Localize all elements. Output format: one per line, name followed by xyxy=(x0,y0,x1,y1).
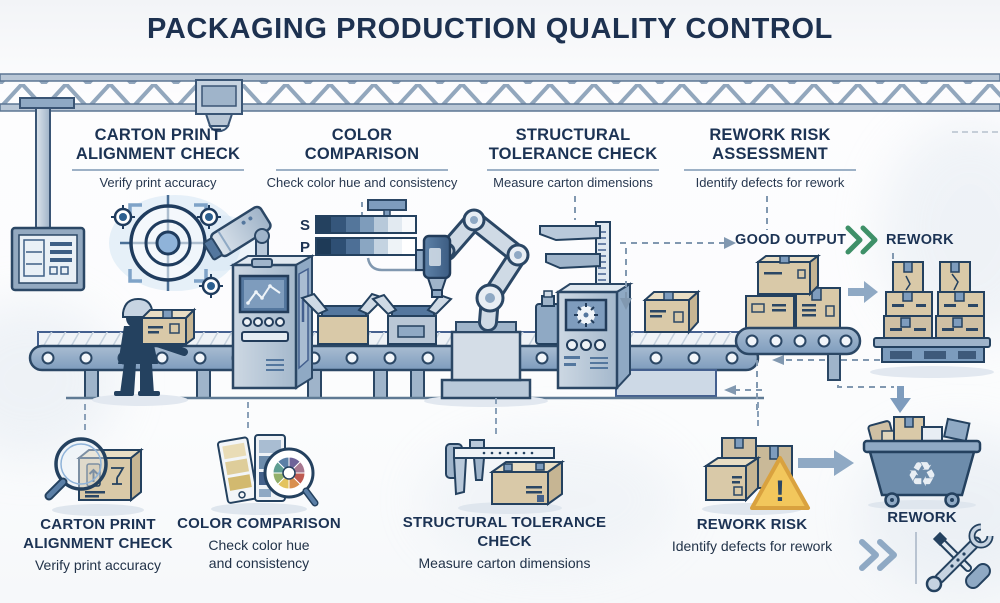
good-output-label: GOOD OUTPUT xyxy=(735,232,847,248)
carton-box xyxy=(642,289,701,335)
sample-color-bar xyxy=(315,215,417,234)
carton-box xyxy=(139,307,197,346)
legend-color-comparison: COLOR COMPARISON Check color hue and con… xyxy=(170,427,348,572)
legend-rework: ♻ REWORK xyxy=(848,413,996,528)
legend-arrow-icon xyxy=(798,450,854,476)
wrench-screwdriver-icon xyxy=(925,523,994,593)
damaged-boxes-warning-icon: ! xyxy=(702,437,810,515)
stacked-boxes xyxy=(745,254,841,329)
station-subtext: Measure carton dimensions xyxy=(493,175,653,191)
legend-heading: CARTON PRINT ALIGNMENT CHECK xyxy=(23,516,173,552)
legend-subtext: Verify print accuracy xyxy=(34,556,162,573)
station-structural-tolerance: STRUCTURAL TOLERANCE CHECK Measure carto… xyxy=(473,126,673,190)
legend-rework-risk: ! REWORK RISK Identify defects for rewor… xyxy=(642,424,862,555)
rework-pallet xyxy=(870,261,994,378)
legend-subtext: Identify defects for rework xyxy=(671,537,833,554)
reject-arrow-icon xyxy=(890,386,911,413)
legend-heading: REWORK RISK xyxy=(696,516,808,533)
overhead-truss xyxy=(0,73,1000,112)
station-subtext: Verify print accuracy xyxy=(99,175,217,191)
to-rework-arrow-icon xyxy=(848,281,878,303)
heading-underline xyxy=(487,169,659,172)
warning-exclamation-glyph: ! xyxy=(775,475,785,508)
page-title: PACKAGING PRODUCTION QUALITY CONTROL xyxy=(147,13,833,45)
legend-carton-print: CARTON PRINT ALIGNMENT CHECK Verify prin… xyxy=(8,430,188,574)
rework-bin-icon: ♻ xyxy=(862,416,982,509)
heading-underline xyxy=(276,169,448,172)
legend-subtext: Check color hue and consistency xyxy=(208,536,310,571)
open-carton-box xyxy=(371,293,453,345)
production-line-illustration: S P xyxy=(0,73,1000,413)
decorative-dashes xyxy=(952,131,998,133)
open-carton-box xyxy=(300,292,386,345)
connector-arrowheads xyxy=(620,237,784,395)
green-double-chevron-icon xyxy=(845,225,878,255)
station-carton-print-alignment: CARTON PRINT ALIGNMENT CHECK Verify prin… xyxy=(58,126,258,190)
sample-bar-label: S xyxy=(300,217,310,234)
connector-dashed xyxy=(757,402,759,426)
vertical-divider xyxy=(915,532,917,584)
connector-dashed xyxy=(247,402,249,428)
monitor xyxy=(10,97,86,292)
crosshair-icon xyxy=(199,274,223,298)
legend-heading: COLOR COMPARISON xyxy=(177,515,341,532)
print-check-station xyxy=(229,254,316,390)
connector-dashed xyxy=(495,398,497,434)
print-bar-label: P xyxy=(300,239,310,256)
crosshair-icon xyxy=(197,205,221,229)
heading-underline xyxy=(72,169,244,172)
color-comparison-bars: S P xyxy=(300,199,438,276)
legend-heading: STRUCTURAL TOLERANCE CHECK xyxy=(402,514,607,550)
good-output-conveyor xyxy=(734,254,862,381)
station-heading: CARTON PRINT ALIGNMENT CHECK xyxy=(75,126,241,164)
caliper-box-icon xyxy=(444,439,565,514)
scanner-head-icon xyxy=(415,234,452,298)
station-heading: COLOR COMPARISON xyxy=(304,126,420,164)
station-heading: REWORK RISK ASSESSMENT xyxy=(709,126,831,164)
damaged-boxes xyxy=(883,261,985,339)
connector-dashed xyxy=(84,404,86,430)
recycle-glyph: ♻ xyxy=(907,456,937,494)
print-color-bar xyxy=(315,237,417,256)
ceiling-camera-icon xyxy=(195,79,243,133)
crosshair-icon xyxy=(111,205,135,229)
magnifier-box-icon xyxy=(44,437,144,516)
legend-heading: REWORK xyxy=(887,509,957,526)
rework-top-label: REWORK xyxy=(886,232,954,248)
station-rework-risk: REWORK RISK ASSESSMENT Identify defects … xyxy=(670,126,870,190)
robot-arm xyxy=(415,208,548,407)
station-heading: STRUCTURAL TOLERANCE CHECK xyxy=(488,126,658,164)
color-swatch-magnifier-icon xyxy=(211,434,319,515)
station-subtext: Identify defects for rework xyxy=(695,175,845,191)
caliper-icon xyxy=(539,221,617,293)
blue-double-chevron-icon xyxy=(859,539,897,571)
caliper-station xyxy=(539,221,634,391)
station-color-comparison: COLOR COMPARISON Check color hue and con… xyxy=(262,126,462,190)
heading-underline xyxy=(684,169,856,172)
legend-structural-tolerance: STRUCTURAL TOLERANCE CHECK Measure carto… xyxy=(382,434,627,572)
station-subtext: Check color hue and consistency xyxy=(266,175,458,191)
legend-subtext: Measure carton dimensions xyxy=(418,554,591,571)
